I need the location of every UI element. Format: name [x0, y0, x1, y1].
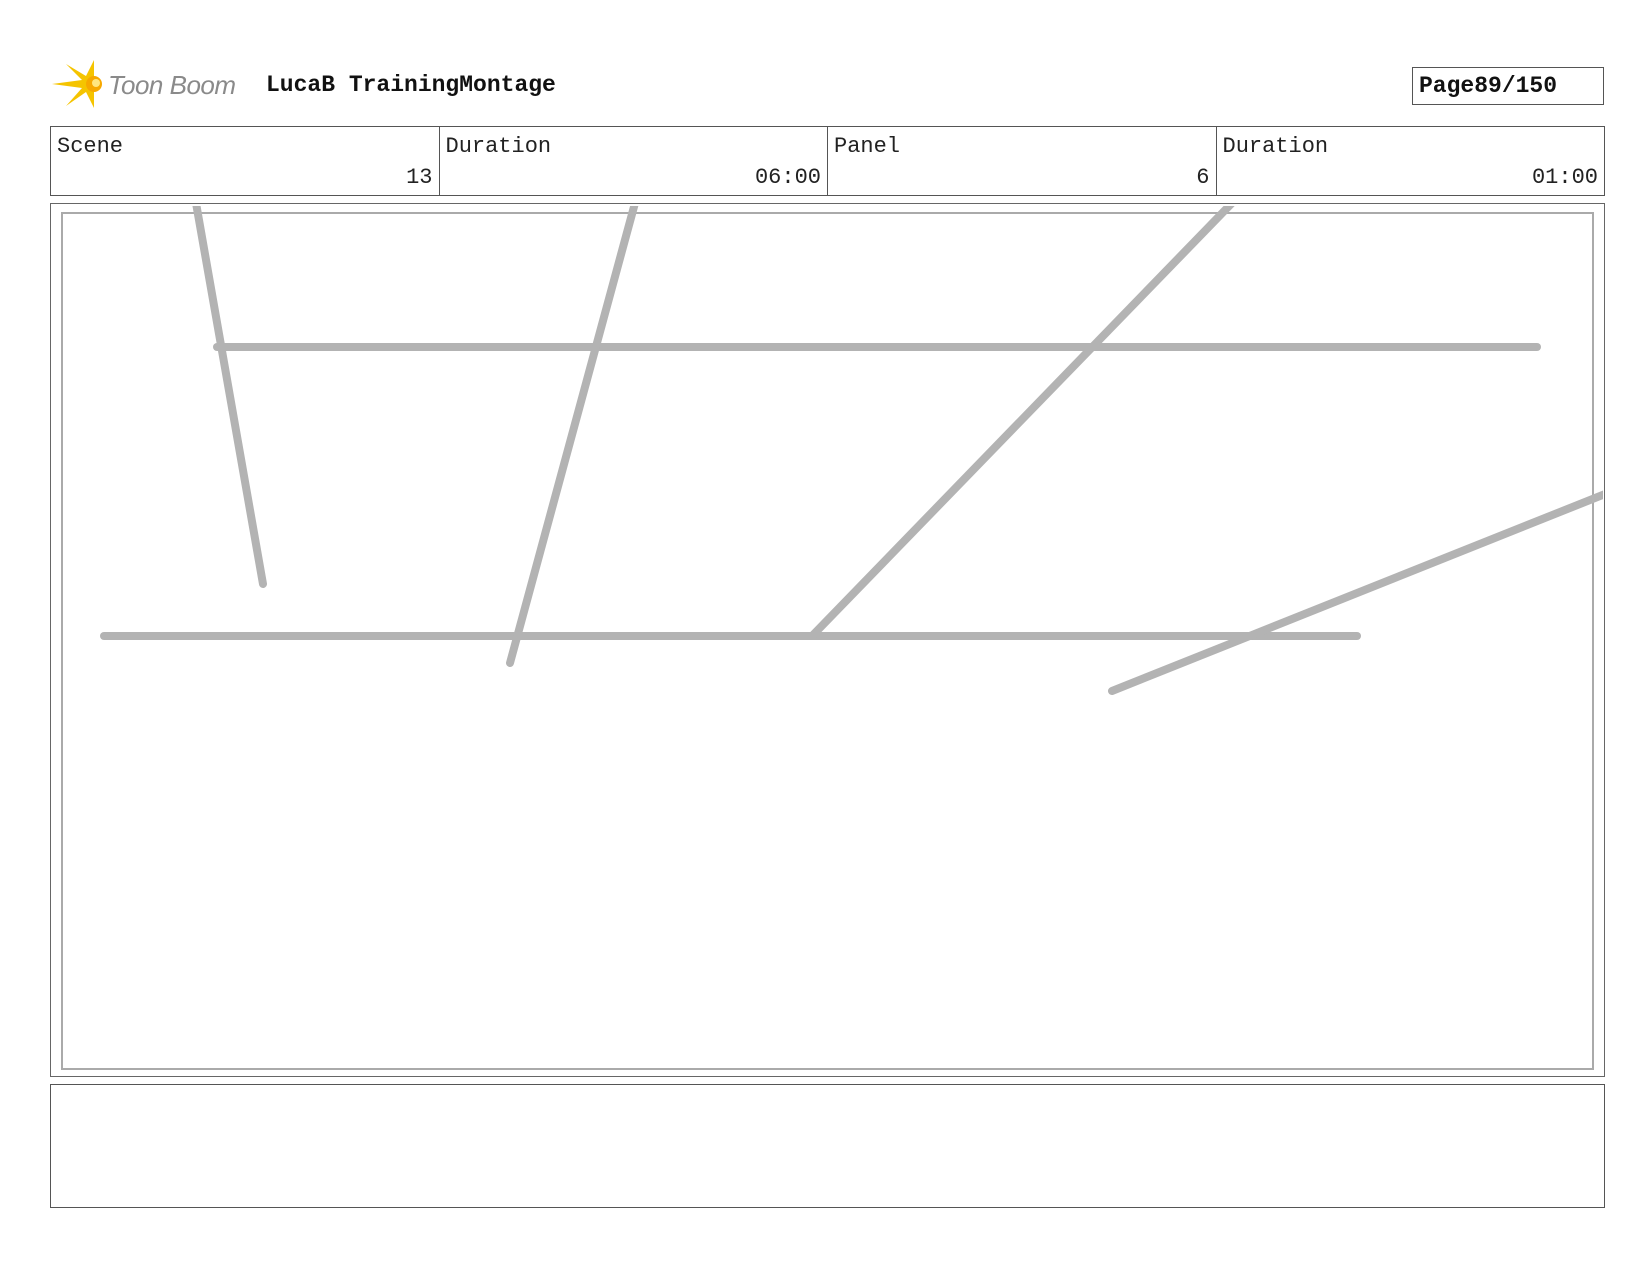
scene-duration-label: Duration [445, 134, 552, 159]
project-title: LucaB TrainingMontage [266, 72, 556, 98]
toon-boom-logo-icon [52, 60, 102, 108]
panel-value: 6 [1196, 165, 1210, 190]
panel-duration-cell: Duration 01:00 [1217, 127, 1605, 195]
scene-duration-value: 06:00 [754, 165, 821, 190]
panel-notes[interactable] [50, 1084, 1605, 1208]
logo-wordmark: Toon Boom [108, 70, 236, 100]
panel-frame [50, 203, 1605, 1077]
page-label: Page [1419, 73, 1475, 99]
panel-safe-area [61, 212, 1594, 1070]
scene-duration-cell: Duration 06:00 [440, 127, 828, 195]
scene-cell: Scene 13 [51, 127, 440, 195]
page-value: 89/150 [1474, 73, 1558, 99]
panel-cell: Panel 6 [828, 127, 1217, 195]
scene-label: Scene [57, 134, 124, 159]
scene-value: 13 [406, 165, 433, 190]
scene-info-table: Scene 13 Duration 06:00 Panel 6 Duration… [50, 126, 1605, 196]
panel-label: Panel [834, 134, 901, 159]
panel-duration-label: Duration [1222, 134, 1329, 159]
page-indicator: Page 89/150 [1412, 67, 1604, 105]
panel-duration-value: 01:00 [1531, 165, 1598, 190]
